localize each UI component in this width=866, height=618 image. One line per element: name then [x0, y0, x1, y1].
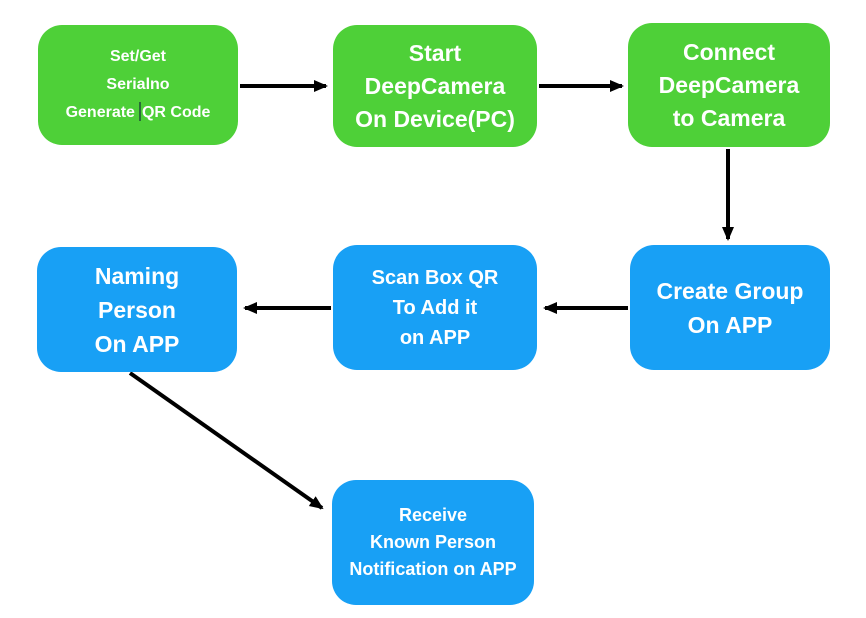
arrow-naming-to-receive: [128, 371, 324, 510]
node-text-line: On Device(PC): [355, 105, 515, 132]
node-text-line: On APP: [94, 330, 180, 357]
node-text-line: DeepCamera: [364, 72, 506, 99]
node-text-line: To Add it: [392, 296, 478, 319]
node-scan-box-qr: Scan Box QR To Add it on APP: [333, 245, 537, 370]
node-text-line: Person: [98, 296, 176, 323]
node-text-line: Generate QR Code: [65, 99, 211, 127]
node-text-fragment: QR Code: [141, 104, 211, 121]
node-text-line: Scan Box QR: [371, 266, 499, 289]
node-text-line: Start: [408, 39, 462, 66]
node-text-line: Connect: [683, 38, 775, 65]
node-text-line: on APP: [399, 326, 471, 349]
node-text-line: Naming: [94, 262, 180, 289]
node-text-line: Create Group: [656, 277, 804, 304]
node-connect-deepcamera: Connect DeepCamera to Camera: [628, 23, 830, 147]
node-start-deepcamera: Start DeepCamera On Device(PC): [333, 25, 537, 147]
node-text-line: Known Person: [369, 532, 496, 552]
node-set-get-serialno: Set/Get Serialno Generate QR Code: [38, 25, 238, 145]
node-text-line: On APP: [687, 311, 773, 338]
node-text-line: Serialno: [106, 76, 170, 93]
node-text-line: Receive: [398, 505, 468, 525]
text-cursor: [138, 102, 141, 121]
node-receive-notification: Receive Known Person Notification on APP: [332, 480, 534, 605]
node-text-line: Notification on APP: [349, 559, 517, 579]
node-naming-person: Naming Person On APP: [37, 247, 237, 372]
node-text-line: DeepCamera: [658, 71, 800, 98]
node-text-fragment: Generate: [65, 104, 135, 121]
node-create-group: Create Group On APP: [630, 245, 830, 370]
node-text-line: Set/Get: [109, 48, 166, 65]
node-text-line: to Camera: [672, 104, 786, 131]
